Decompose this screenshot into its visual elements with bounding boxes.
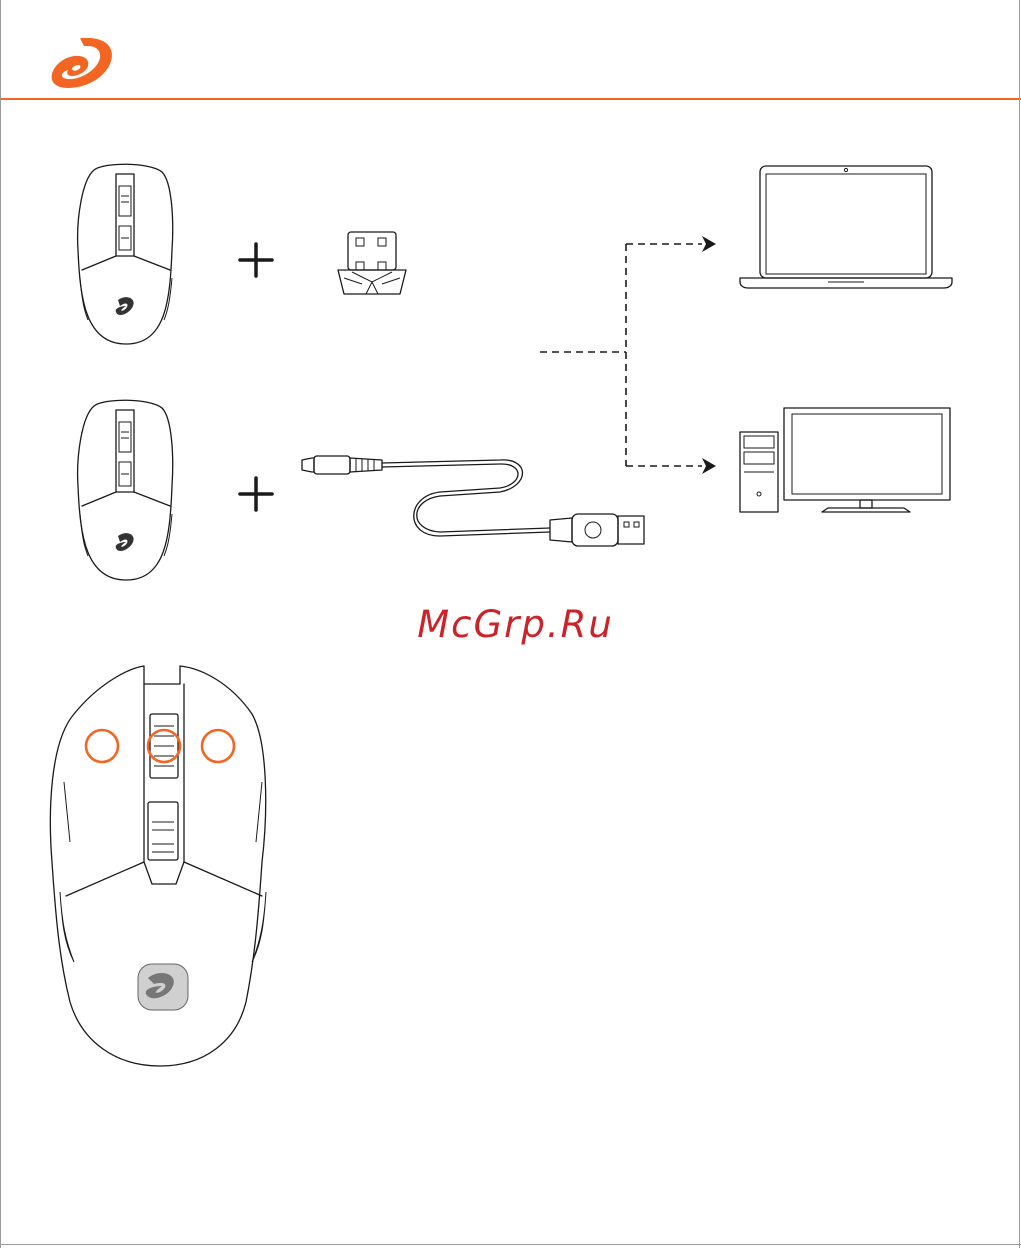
mouse-top-view-icon <box>74 160 180 346</box>
mouse-large-view-icon <box>40 662 276 1070</box>
laptop-icon <box>738 162 954 290</box>
watermark-text: McGrp.Ru <box>0 603 1021 646</box>
plus-icon <box>238 242 274 278</box>
left-button-callout <box>86 730 118 762</box>
right-button-callout <box>202 730 234 762</box>
connection-arrows <box>530 230 730 480</box>
page-border-right <box>1019 0 1020 1248</box>
usb-receiver-icon <box>332 228 412 298</box>
plus-icon <box>238 476 274 512</box>
page-border-left <box>0 0 1 1248</box>
desktop-pc-icon <box>738 404 954 516</box>
header-divider <box>0 98 1021 100</box>
brand-logo <box>50 36 116 90</box>
page-border-bottom <box>0 1244 1021 1245</box>
mouse-top-view-icon <box>74 396 180 582</box>
